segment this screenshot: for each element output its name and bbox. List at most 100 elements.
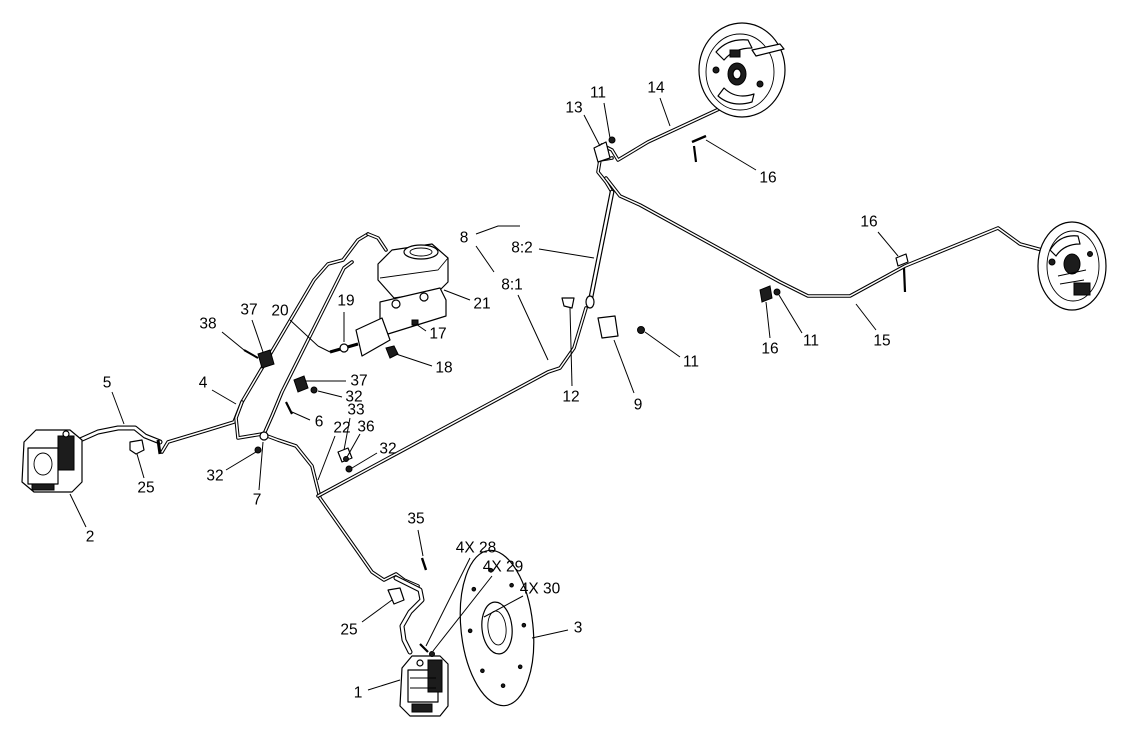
disc-hole: [480, 668, 485, 674]
drum-inner-rim: [1046, 230, 1100, 302]
bolt-38: [243, 349, 259, 359]
nut-32-upper: [310, 386, 318, 394]
callout-label-8-2: 8:2: [511, 240, 533, 257]
callout-label-16-a: 16: [759, 170, 776, 187]
callout-label-4x-30: 4X 30: [520, 581, 561, 598]
reservoir-cap-inner: [409, 247, 433, 257]
bolt-11-mid: [773, 288, 781, 296]
callout-label-11-b: 11: [683, 354, 699, 371]
disc-hole: [517, 664, 523, 670]
brake-line-15-inner: [605, 177, 1043, 297]
leader-line: [644, 331, 681, 358]
bolt-11-upper: [608, 136, 616, 144]
leader-line: [877, 231, 899, 257]
callout-label-17: 17: [429, 326, 446, 343]
bracket-9: [597, 315, 619, 339]
outlet-port: [419, 292, 429, 302]
callout-label-37-b: 37: [350, 373, 367, 390]
brake-disc: [459, 549, 535, 707]
caliper-bracket: [427, 659, 443, 693]
leader-line: [855, 303, 877, 331]
bolt-16-upper: [692, 145, 698, 163]
bleed-screw: [62, 430, 70, 438]
leader-line: [417, 529, 424, 557]
callout-label-3: 3: [574, 620, 583, 637]
bracket-13: [593, 141, 611, 163]
brake-line-4b-inner: [263, 261, 353, 435]
bleed-screw: [416, 659, 424, 667]
callout-label-32-a: 32: [345, 389, 362, 406]
parking-brake-lever: [751, 43, 785, 57]
leader-line: [517, 294, 549, 361]
brake-line-loop-inner: [235, 401, 263, 439]
callout-label-4x-29: 4X 29: [483, 559, 524, 576]
leader-line: [351, 452, 378, 469]
leader-line: [425, 557, 471, 647]
bolt-17: [411, 319, 419, 326]
rear-brake-drum-upper: [698, 22, 786, 118]
disc-hub: [481, 601, 513, 655]
leader-lines: [69, 97, 899, 691]
drum-inner-rim: [705, 33, 775, 111]
components: [21, 22, 1107, 717]
bracket-37-lower: [293, 375, 309, 393]
reservoir-cap: [403, 244, 439, 260]
leader-line: [395, 353, 433, 367]
callout-label-9: 9: [634, 397, 643, 414]
reservoir-feed-line: [366, 232, 388, 252]
hose-fitting: [585, 295, 595, 309]
leader-line: [111, 391, 125, 425]
callout-label-11-c: 11: [803, 333, 819, 350]
leader-line: [343, 417, 351, 451]
screw-11-lower: [637, 326, 645, 334]
leader-line: [317, 390, 343, 398]
leader-line: [432, 575, 493, 652]
callout-label-21: 21: [473, 296, 490, 313]
drum-hub: [1063, 253, 1081, 275]
callout-label-4x-28: 4X 28: [456, 540, 497, 557]
brake-shoe-upper: [1049, 235, 1081, 257]
callout-label-25-a: 25: [137, 480, 154, 497]
drum-bolt: [1087, 251, 1093, 257]
brake-hose-front-right-inner: [394, 576, 424, 654]
leader-line: [258, 441, 264, 491]
leader-line: [367, 679, 401, 691]
callout-label-8-1: 8:1: [501, 277, 523, 294]
caliper-piston: [33, 452, 53, 476]
leader-line: [346, 433, 361, 458]
brake-line-4-inner: [161, 233, 369, 453]
callout-label-19: 19: [337, 293, 354, 310]
bracket-25-left: [129, 439, 145, 455]
callout-label-7: 7: [253, 492, 262, 509]
leader-line: [291, 411, 311, 421]
drum-bolt: [1048, 258, 1056, 266]
leader-line: [765, 301, 771, 339]
clip-12: [561, 297, 575, 309]
drum-hub-center: [732, 68, 742, 80]
callout-label-15: 15: [873, 333, 890, 350]
bolt-28: [419, 643, 429, 653]
callout-label-37-a: 37: [240, 302, 257, 319]
leader-line: [569, 307, 573, 387]
leader-line: [289, 319, 319, 347]
drum-springs: [1057, 269, 1087, 285]
nut-32-left: [254, 446, 262, 454]
callout-label-11-a: 11: [590, 85, 606, 102]
washer-29: [429, 651, 435, 657]
disc-hole: [467, 628, 473, 634]
brake-line-8-1-inner: [317, 307, 587, 497]
callout-label-2: 2: [86, 529, 95, 546]
callout-label-25-b: 25: [340, 622, 357, 639]
bolt-35: [420, 557, 428, 571]
caliper-pad-lines: [410, 677, 436, 689]
callout-label-20: 20: [271, 303, 289, 320]
leader-line: [659, 97, 671, 127]
bracket-25-right: [387, 587, 405, 605]
leader-line: [415, 323, 427, 332]
leader-line: [211, 389, 237, 405]
drum-bolt: [756, 80, 764, 88]
bracket-16-mid: [759, 285, 773, 303]
disc-hole: [521, 622, 527, 628]
disc-hole: [500, 683, 506, 688]
